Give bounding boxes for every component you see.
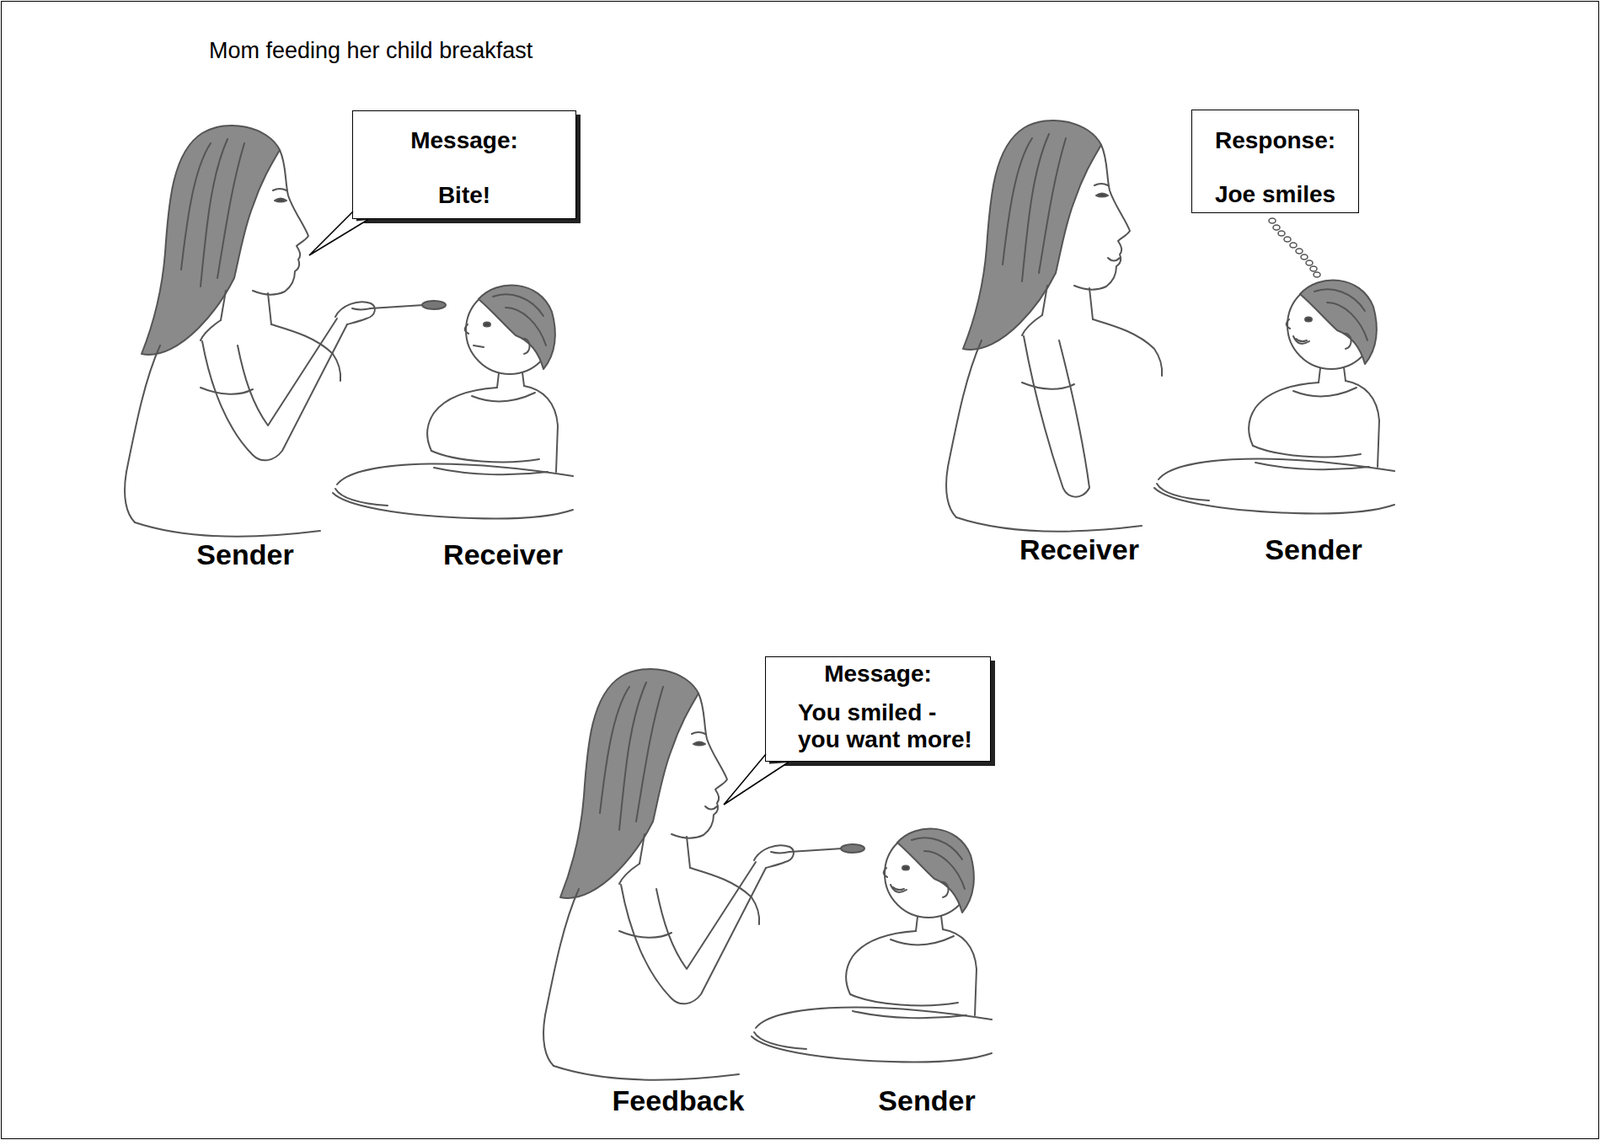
role-label: Sender (1264, 532, 1362, 567)
role-label: Receiver (1019, 532, 1140, 567)
role-label: Feedback (612, 1083, 745, 1118)
box-text: Bite! (359, 181, 569, 209)
speech-box: Message: Bite! (352, 110, 577, 220)
box-heading: Message: (772, 660, 984, 688)
panel-two (946, 120, 1395, 532)
box-text: You smiled - you want more! (797, 699, 979, 754)
box-heading: Response: (1198, 127, 1352, 155)
role-label: Sender (196, 537, 294, 572)
role-label: Receiver (443, 537, 563, 572)
speech-box: Response: Joe smiles (1191, 109, 1360, 214)
diagram-title: Mom feeding her child breakfast (208, 37, 533, 65)
box-text: Joe smiles (1198, 181, 1352, 209)
thought-bubbles (1268, 218, 1321, 278)
role-label: Sender (877, 1083, 975, 1118)
box-heading: Message: (359, 127, 569, 155)
speech-box: Message: You smiled - you want more! (765, 656, 991, 762)
